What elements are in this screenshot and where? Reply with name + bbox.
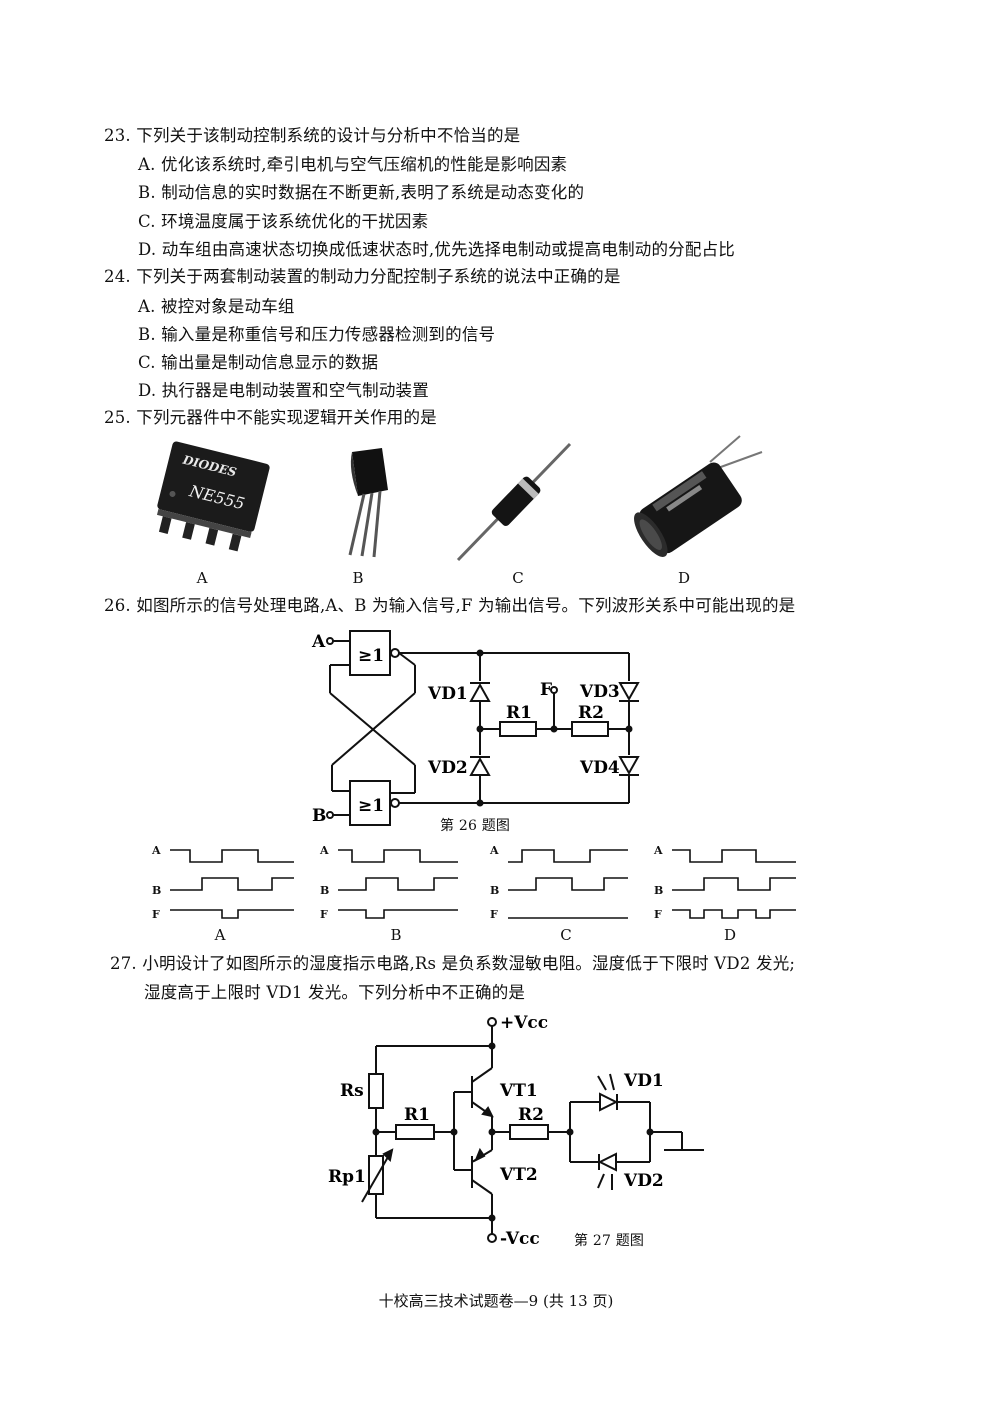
ne555-chip-image: DIODES NE555	[156, 441, 270, 552]
waveform-d-f-label: F	[654, 908, 662, 921]
rp1-label: Rp1	[328, 1167, 366, 1187]
page-footer: 十校高三技术试题卷—9 (共 13 页)	[378, 1292, 614, 1310]
q26-figure-caption: 第 26 题图	[440, 818, 511, 834]
q25-label-d: D	[677, 569, 691, 587]
vt1-label: VT1	[499, 1081, 538, 1101]
waveform-b-b-label: B	[320, 884, 329, 897]
waveform-a-b-label: B	[152, 884, 161, 897]
r2-label: R2	[578, 703, 604, 723]
q25-label-a: A	[196, 569, 208, 587]
q23-option-b: B. 制动信息的实时数据在不断更新,表明了系统是动态变化的	[138, 183, 585, 202]
waveform-c-a-trace	[508, 849, 628, 863]
waveform-c-a-label: A	[489, 844, 499, 857]
vd2-label: VD2	[427, 758, 468, 778]
q23-option-d: D. 动车组由高速状态切换成低速状态时,优先选择电制动或提高电制动的分配占比	[138, 240, 735, 259]
waveform-a-f-trace	[170, 909, 294, 919]
waveform-c-b-trace	[508, 877, 628, 891]
vd1-label: VD1	[427, 684, 468, 704]
q24-option-c: C. 输出量是制动信息显示的数据	[138, 353, 379, 372]
q24-stem: 24. 下列关于两套制动装置的制动力分配控制子系统的说法中正确的是	[104, 267, 621, 286]
r1-label: R1	[506, 703, 532, 723]
waveform-b-f-trace	[338, 909, 458, 919]
rs-label: Rs	[340, 1081, 364, 1101]
q24-option-b: B. 输入量是称重信号和压力传感器检测到的信号	[138, 325, 496, 344]
q25-stem: 25. 下列元器件中不能实现逻辑开关作用的是	[104, 408, 437, 427]
q25-label-c: C	[512, 569, 524, 587]
q26-stem: 26. 如图所示的信号处理电路,A、B 为输入信号,F 为输出信号。下列波形关系…	[104, 596, 796, 615]
r2-label-27: R2	[518, 1105, 544, 1125]
q27-stem-line2: 湿度高于上限时 VD1 发光。下列分析中不正确的是	[144, 983, 526, 1002]
vcc-neg-label: -Vcc	[500, 1229, 540, 1249]
q27-stem-line1: 27. 小明设计了如图所示的湿度指示电路,Rs 是负系数湿敏电阻。湿度低于下限时…	[110, 954, 796, 973]
q26-option-label-a: A	[214, 926, 226, 944]
waveform-c-f-label: F	[490, 908, 498, 921]
vcc-pos-label: +Vcc	[500, 1013, 548, 1033]
q27-figure-caption: 第 27 题图	[574, 1233, 645, 1249]
gate-top-symbol: ≥1	[358, 646, 384, 666]
waveform-d-a-trace	[672, 849, 796, 863]
q26-label-b: B	[312, 806, 326, 826]
q25-label-b: B	[352, 569, 364, 587]
waveform-b-a-trace	[338, 849, 458, 863]
vd2-label-27: VD2	[623, 1171, 664, 1191]
waveform-b-f-label: F	[320, 908, 328, 921]
waveform-a-f-label: F	[152, 908, 160, 921]
q24-option-a: A. 被控对象是动车组	[138, 297, 295, 316]
q23-stem: 23. 下列关于该制动控制系统的设计与分析中不恰当的是	[104, 126, 521, 145]
q26-option-label-b: B	[390, 926, 402, 944]
f-output-label: F	[540, 680, 552, 700]
q27-circuit-diagram: +Vcc -Vcc Rs Rp1 R1 R2 VT1 VT2 VD1 VD2	[328, 1013, 704, 1249]
diode-image	[456, 442, 572, 562]
q23-option-c: C. 环境温度属于该系统优化的干扰因素	[138, 212, 429, 231]
waveform-d-f-trace	[672, 909, 796, 919]
q26-circuit-diagram: A B ≥1 ≥1 VD1 VD2 VD3 VD4 R1 R2 F	[311, 630, 640, 826]
waveform-a-a-label: A	[151, 844, 161, 857]
waveform-c-b-label: B	[490, 884, 499, 897]
vd4-label: VD4	[579, 758, 620, 778]
waveform-d-a-label: A	[653, 844, 663, 857]
q23-option-a: A. 优化该系统时,牵引电机与空气压缩机的性能是影响因素	[138, 155, 568, 174]
vt2-label: VT2	[499, 1165, 538, 1185]
waveform-b-a-label: A	[319, 844, 329, 857]
capacitor-image	[634, 435, 763, 557]
gate-bottom-symbol: ≥1	[358, 796, 384, 816]
q26-label-a: A	[311, 632, 326, 652]
waveform-a-b-trace	[170, 877, 294, 891]
r1-label-27: R1	[404, 1105, 430, 1125]
transistor-image	[348, 448, 388, 558]
vd3-label: VD3	[579, 682, 620, 702]
q26-option-label-c: C	[560, 926, 572, 944]
waveform-a-a-trace	[170, 849, 294, 863]
waveform-b-b-trace	[338, 877, 458, 891]
q24-option-d: D. 执行器是电制动装置和空气制动装置	[138, 381, 429, 400]
waveform-d-b-trace	[672, 877, 796, 891]
vd1-label-27: VD1	[623, 1071, 664, 1091]
waveform-d-b-label: B	[654, 884, 663, 897]
q26-option-label-d: D	[723, 926, 737, 944]
